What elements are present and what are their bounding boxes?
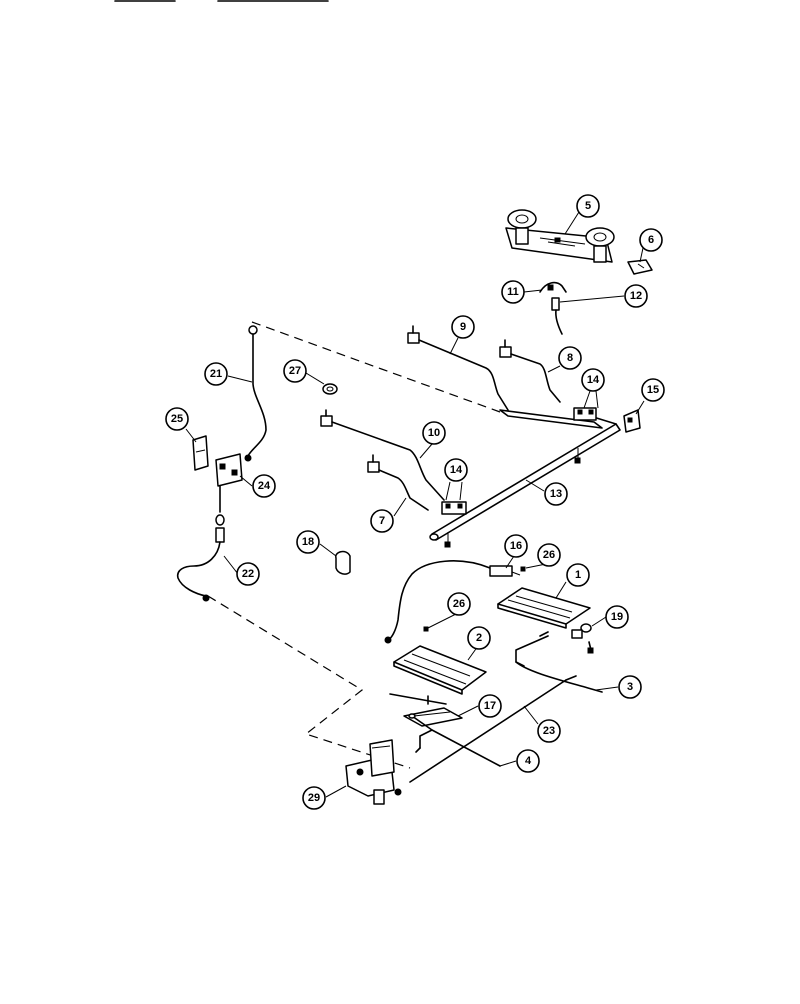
part-29-valve [345, 739, 402, 805]
callout-label: 19 [611, 611, 623, 623]
part-21-tube [244, 325, 267, 462]
callout-2: 2 [467, 626, 491, 650]
callout-label: 14 [450, 464, 463, 476]
callout-label: 17 [484, 700, 496, 712]
callout-25: 25 [165, 407, 189, 431]
callout-14-upper: 14 [581, 368, 605, 392]
part-14-fittings-lower [441, 501, 467, 548]
part-1-burner [497, 587, 591, 637]
callout-22: 22 [236, 562, 260, 586]
callout-label: 26 [453, 598, 465, 610]
part-17-spreader [389, 693, 463, 727]
part-8-tube [499, 339, 561, 403]
callout-label: 15 [647, 384, 659, 396]
part-19-fitting [571, 623, 594, 654]
part-24-bracket [215, 453, 243, 513]
part-22-tube [176, 514, 225, 602]
part-6-clip [627, 259, 653, 275]
callout-5: 5 [576, 194, 600, 218]
callout-24: 24 [252, 474, 276, 498]
part-2-burner [393, 645, 487, 705]
part-18-cap [335, 550, 351, 575]
callout-8: 8 [558, 346, 582, 370]
callout-16: 16 [504, 534, 528, 558]
part-7-tube [367, 454, 429, 511]
callout-leader-lines [185, 211, 645, 798]
part-10-tube [320, 409, 445, 501]
callout-label: 8 [567, 352, 573, 364]
part-3-tube [515, 635, 603, 693]
callout-26-lower: 26 [447, 592, 471, 616]
callout-label: 11 [507, 286, 519, 298]
callout-label: 24 [258, 480, 271, 492]
dashed-leader-lines [207, 321, 501, 769]
callout-7: 7 [370, 509, 394, 533]
callout-13: 13 [544, 482, 568, 506]
callout-label: 7 [379, 515, 385, 527]
callout-label: 21 [210, 368, 222, 380]
callout-label: 10 [428, 427, 440, 439]
callout-14-lower: 14 [444, 458, 468, 482]
callout-label: 1 [575, 569, 581, 581]
callout-label: 22 [242, 568, 254, 580]
part-11-bracket [539, 281, 567, 293]
callout-label: 27 [289, 365, 301, 377]
callout-26-upper: 26 [537, 543, 561, 567]
callout-1: 1 [566, 563, 590, 587]
callout-label: 6 [648, 234, 654, 246]
callout-label: 13 [550, 488, 562, 500]
callout-label: 18 [302, 536, 314, 548]
callout-label: 16 [510, 540, 522, 552]
part-26-screw-lower [423, 626, 429, 632]
part-5-dual-valve-assembly [505, 209, 615, 263]
callout-label: 5 [585, 200, 591, 212]
callout-23: 23 [537, 719, 561, 743]
part-16-thermocouple [384, 560, 521, 644]
part-26-screw-upper [520, 566, 526, 572]
callout-19: 19 [605, 605, 629, 629]
callout-10: 10 [422, 421, 446, 445]
part-15-bracket [623, 409, 641, 433]
callout-9: 9 [451, 315, 475, 339]
part-12-electrode [551, 297, 563, 335]
callout-3: 3 [618, 675, 642, 699]
callout-4: 4 [516, 749, 540, 773]
callout-6: 6 [639, 228, 663, 252]
part-25-bracket [192, 435, 209, 471]
callout-label: 3 [627, 681, 633, 693]
callout-15: 15 [641, 378, 665, 402]
part-4-tube [408, 713, 501, 767]
callout-label: 25 [171, 413, 183, 425]
callout-18: 18 [296, 530, 320, 554]
part-23-tube [409, 675, 577, 783]
callout-21: 21 [204, 362, 228, 386]
callout-label: 12 [630, 290, 642, 302]
callout-label: 26 [543, 549, 555, 561]
part-9-tube [407, 325, 509, 411]
callout-label: 29 [308, 792, 320, 804]
part-27-grommet [322, 383, 338, 395]
callout-label: 14 [587, 374, 600, 386]
callout-11: 11 [501, 280, 525, 304]
callout-label: 9 [460, 321, 466, 333]
callout-label: 23 [543, 725, 555, 737]
callout-label: 4 [525, 755, 532, 767]
part-14-fittings-upper [573, 407, 597, 464]
callout-29: 29 [302, 786, 326, 810]
callout-12: 12 [624, 284, 648, 308]
callout-27: 27 [283, 359, 307, 383]
callout-17: 17 [478, 694, 502, 718]
callout-label: 2 [476, 632, 482, 644]
